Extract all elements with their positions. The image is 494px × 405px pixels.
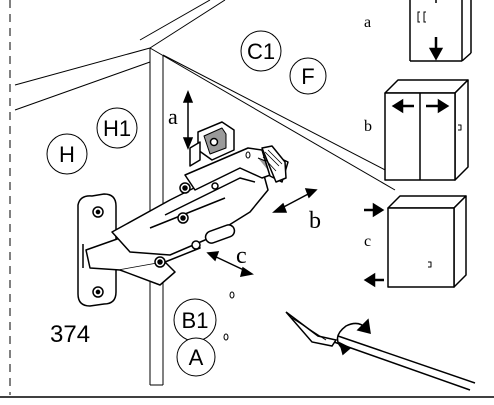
panel-c-arrow-out [363,272,384,288]
model-number: 374 [50,321,90,348]
panel-b-arrow-right [426,98,450,114]
panel-a-label: a [364,14,371,31]
label-c1: C1 [240,30,282,72]
panel-c-label: c [364,233,371,250]
panel-a-arrow-down [428,37,444,61]
panel-b-label: b [364,118,372,135]
svg-text:C1: C1 [247,39,275,64]
arrow-b-label: b [309,208,321,234]
arrow-c-label: c [236,243,247,269]
label-b1: B1 [173,298,217,342]
panel-b-cabinet [384,79,469,181]
panel-a-cabinet [409,0,472,62]
arrow-b-diagonal [272,188,318,213]
arrow-c-diagonal [206,251,254,277]
svg-text:H: H [59,142,75,167]
svg-text:B1: B1 [182,308,209,333]
arrow-a-vertical [182,89,194,151]
rotate-arrow [336,318,371,356]
svg-text:H1: H1 [103,116,131,141]
screwdriver [285,311,476,391]
panel-holes [223,151,251,341]
svg-text:A: A [189,345,204,370]
arrow-a-label: a [168,104,178,129]
clip-bracket [189,121,235,167]
label-f: F [289,57,327,95]
hinge-arm [85,145,289,286]
svg-text:F: F [301,64,314,89]
label-h1: H1 [96,107,138,149]
panel-c-cabinet [387,195,467,288]
panel-c-arrow-in [364,202,385,218]
label-h: H [46,133,88,175]
panel-b-arrow-left [391,98,414,114]
label-a-circle: A [176,337,216,377]
